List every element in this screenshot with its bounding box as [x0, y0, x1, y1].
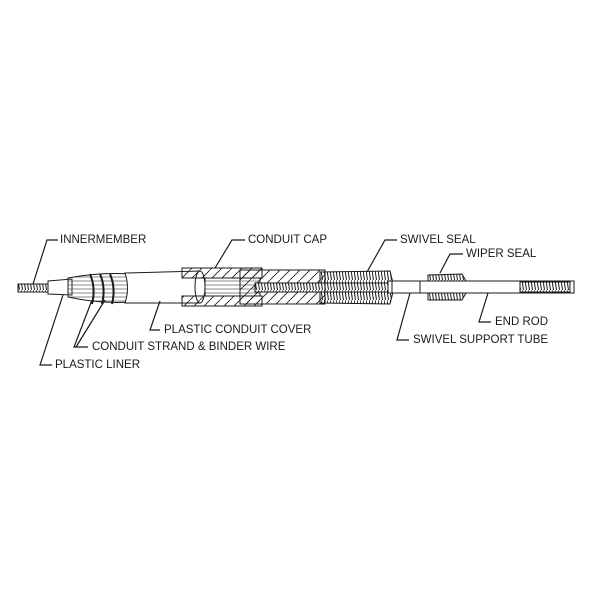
- swivel-support-tube: [387, 280, 421, 294]
- label-end-rod: END ROD: [495, 316, 549, 328]
- label-conduit-strand-binder-wire: CONDUIT STRAND & BINDER WIRE: [92, 341, 286, 353]
- conduit-cap: [181, 267, 326, 307]
- label-innermember: INNERMEMBER: [60, 234, 147, 246]
- label-conduit-cap: CONDUIT CAP: [248, 234, 328, 246]
- label-swivel-seal: SWIVEL SEAL: [400, 234, 476, 246]
- label-plastic-conduit-cover: PLASTIC CONDUIT COVER: [164, 324, 312, 336]
- end-rod: [419, 280, 575, 294]
- swivel-seal: [319, 270, 394, 305]
- leader-lines: [32, 239, 491, 366]
- label-wiper-seal: WIPER SEAL: [466, 248, 537, 260]
- label-plastic-liner: PLASTIC LINER: [55, 359, 140, 371]
- conduit-strand: [67, 273, 131, 305]
- label-swivel-support-tube: SWIVEL SUPPORT TUBE: [413, 334, 549, 346]
